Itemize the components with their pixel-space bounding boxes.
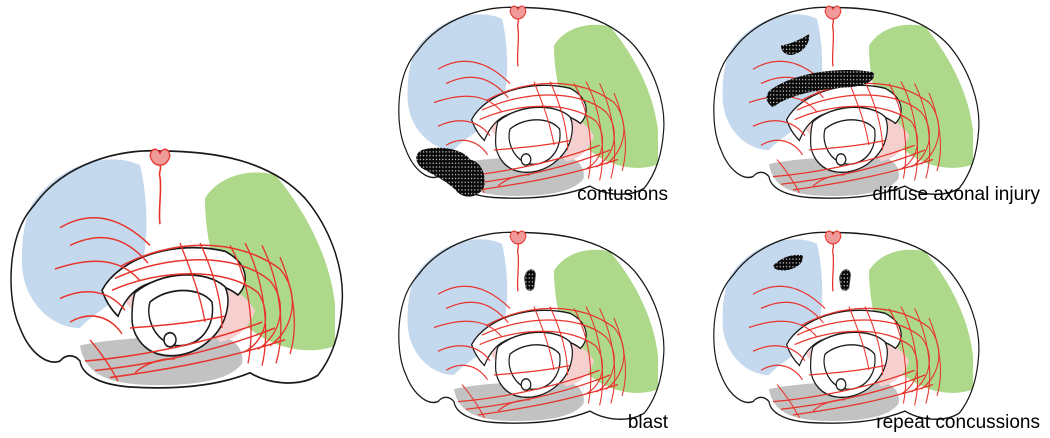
brain-panel-repeat-concussions bbox=[713, 230, 980, 424]
brain-panel-contusions bbox=[398, 5, 665, 199]
concussion-lesion-upper bbox=[773, 254, 803, 271]
label-repeat-concussions: repeat concussions bbox=[876, 412, 1040, 433]
concussion-lesion-stalk bbox=[838, 269, 852, 291]
brain-panel-normal bbox=[10, 148, 344, 389]
label-blast: blast bbox=[628, 412, 669, 433]
blast-lesion bbox=[523, 269, 537, 291]
dai-lesion-upper bbox=[781, 34, 810, 56]
label-contusions: contusions bbox=[577, 184, 668, 205]
brain-panel-diffuse-axonal-injury bbox=[713, 5, 980, 199]
label-diffuse-axonal-injury: diffuse axonal injury bbox=[872, 184, 1040, 205]
dai-lesion-callosal bbox=[766, 69, 874, 108]
contusion-lesion bbox=[416, 147, 485, 197]
brain-panel-blast bbox=[398, 230, 665, 424]
